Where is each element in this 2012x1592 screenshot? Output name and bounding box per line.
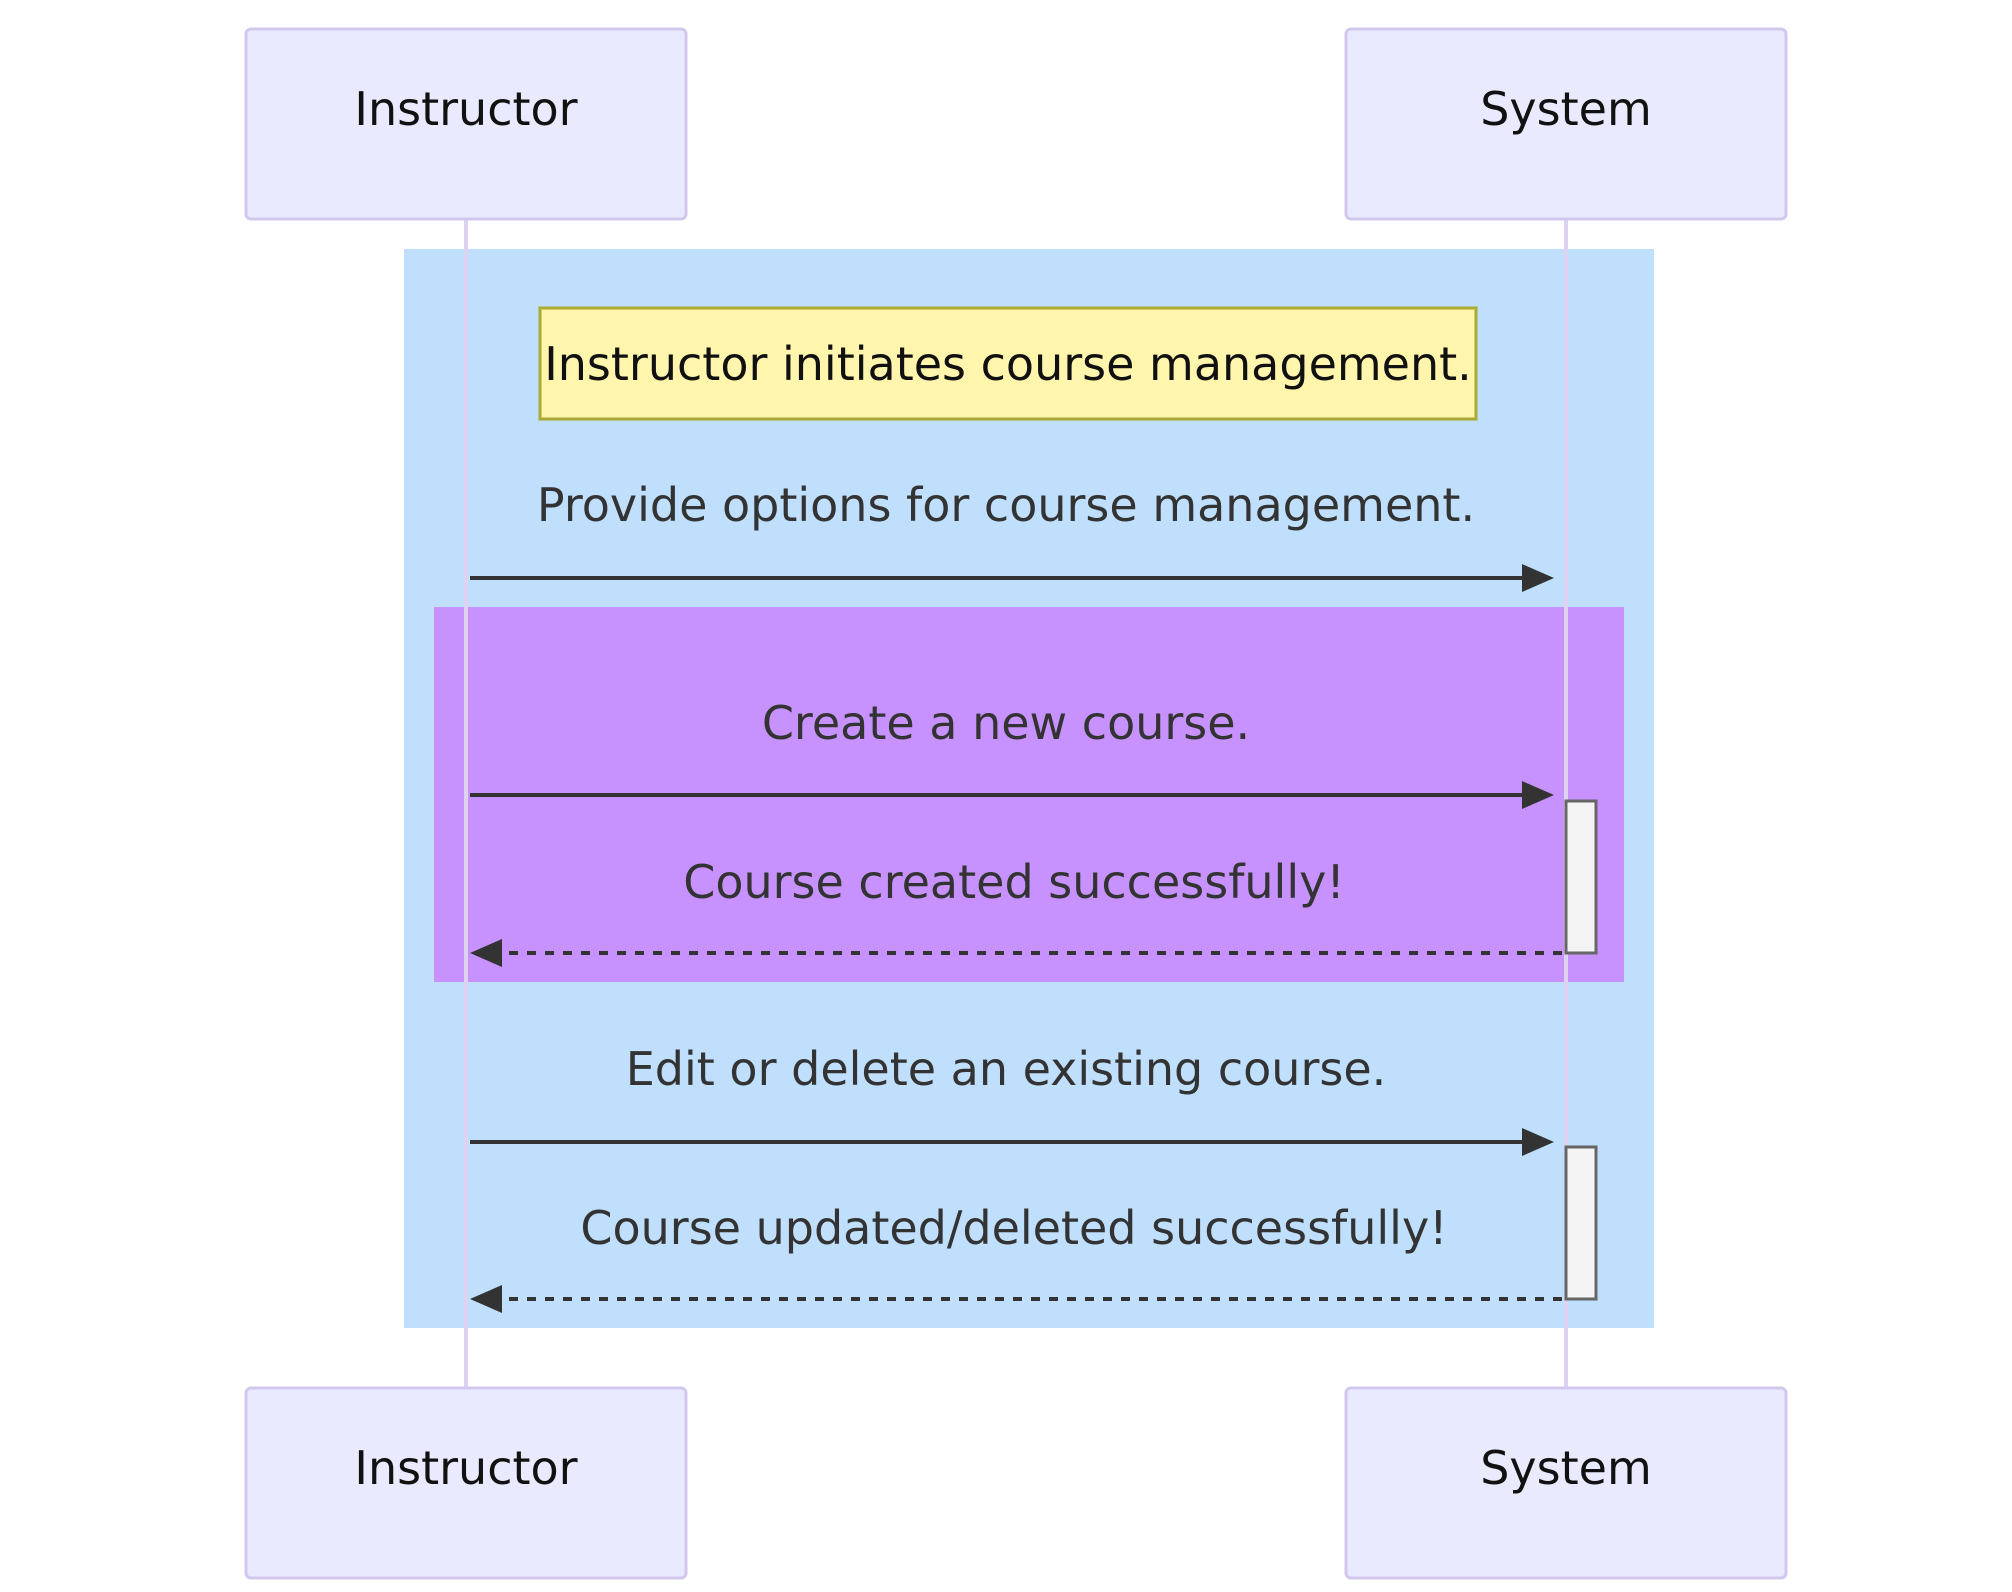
system-activation-1 bbox=[1564, 799, 1598, 955]
message-1: Provide options for course management. bbox=[470, 478, 1554, 592]
message-label: Create a new course. bbox=[762, 696, 1250, 750]
message-label: Provide options for course management. bbox=[537, 478, 1475, 532]
message-label: Edit or delete an existing course. bbox=[626, 1042, 1387, 1096]
message-label: Course updated/deleted successfully! bbox=[580, 1201, 1447, 1255]
arrowhead-right bbox=[1522, 781, 1554, 809]
actor-system-bottom: System bbox=[1344, 1386, 1788, 1580]
arrowhead-right bbox=[1522, 1128, 1554, 1156]
actor-instructor-bottom: Instructor bbox=[244, 1386, 688, 1580]
message-label: Course created successfully! bbox=[683, 855, 1345, 909]
arrowhead-left bbox=[470, 939, 502, 967]
message-3: Course created successfully! bbox=[470, 855, 1562, 967]
system-activation-2 bbox=[1564, 1145, 1598, 1301]
actor-instructor-top: Instructor bbox=[244, 27, 688, 221]
message-4: Edit or delete an existing course. bbox=[470, 1042, 1554, 1156]
arrowhead-right bbox=[1522, 564, 1554, 592]
note-text: Instructor initiates course management. bbox=[544, 337, 1472, 391]
arrowhead-left bbox=[470, 1285, 502, 1313]
note: Instructor initiates course management. bbox=[538, 306, 1478, 421]
actor-label: Instructor bbox=[354, 82, 577, 136]
message-5: Course updated/deleted successfully! bbox=[470, 1201, 1562, 1313]
message-2: Create a new course. bbox=[470, 696, 1554, 809]
actor-label: System bbox=[1480, 1441, 1652, 1495]
actor-label: Instructor bbox=[354, 1441, 577, 1495]
actor-system-top: System bbox=[1344, 27, 1788, 221]
actor-label: System bbox=[1480, 82, 1652, 136]
